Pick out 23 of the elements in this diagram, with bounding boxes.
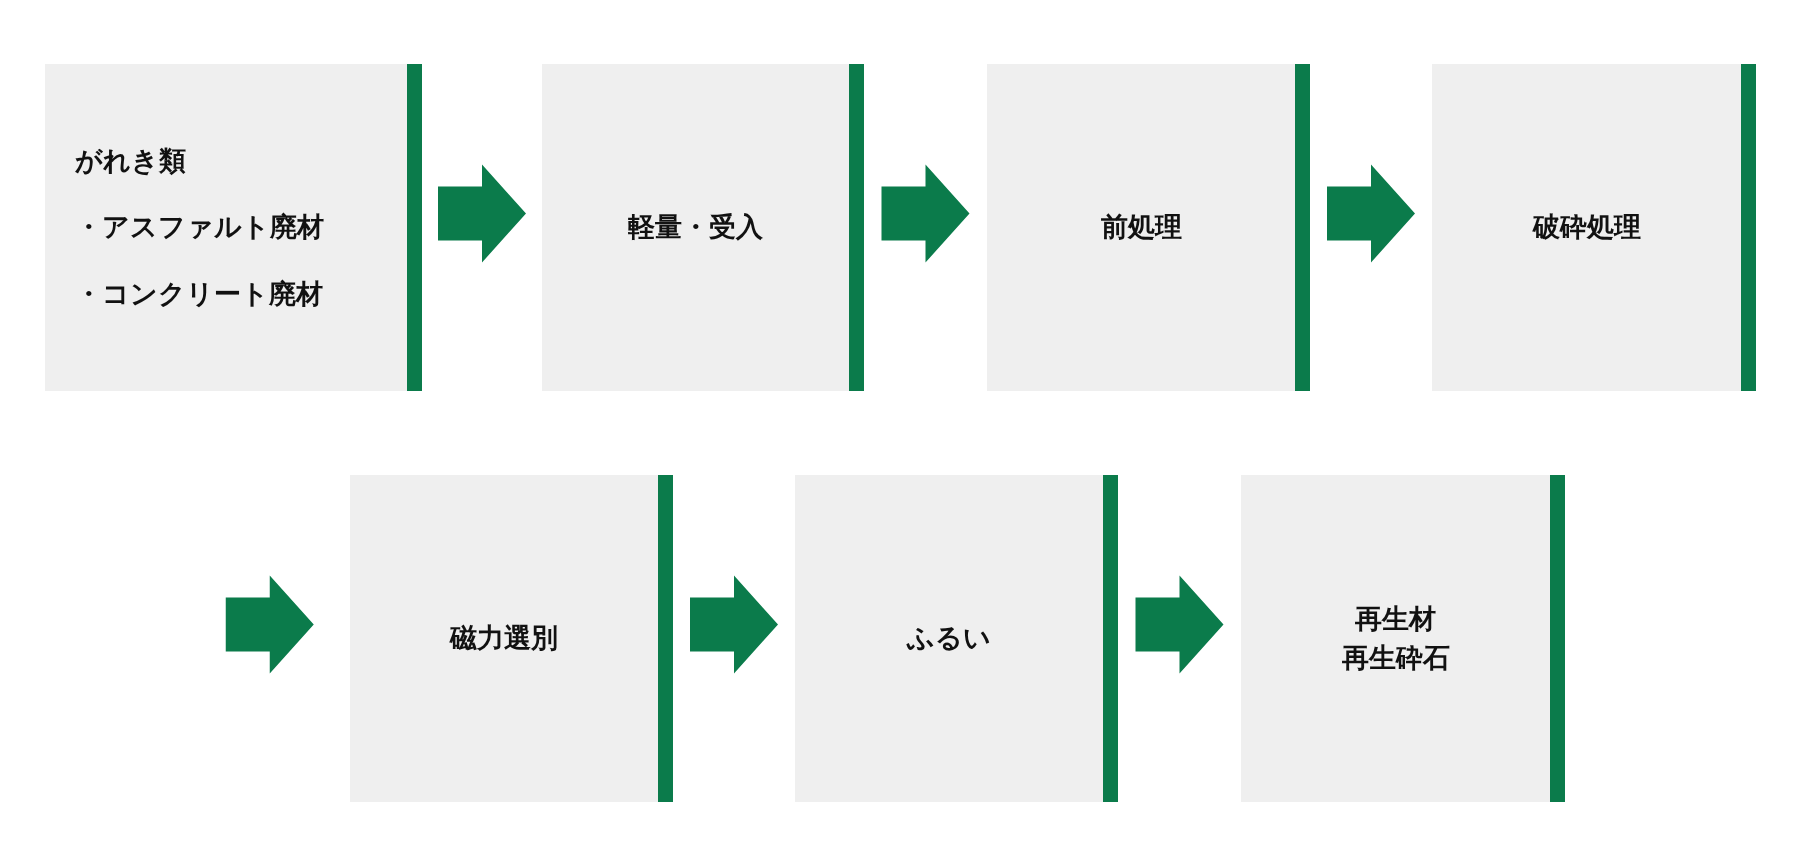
box-label: がれき類 bbox=[75, 144, 186, 178]
block-arrow bbox=[881, 164, 970, 263]
box-label: 再生砕石 bbox=[1341, 641, 1450, 674]
process-box bbox=[1241, 475, 1565, 802]
block-arrow bbox=[225, 575, 314, 674]
box-label: ・コンクリート廃材 bbox=[75, 277, 323, 311]
box-label: 軽量・受入 bbox=[628, 211, 763, 244]
box-label: 前処理 bbox=[1100, 211, 1182, 244]
process-box bbox=[45, 64, 422, 391]
block-arrow bbox=[438, 164, 526, 263]
box-label: 再生材 bbox=[1355, 603, 1436, 636]
box-label: ・アスファルト廃材 bbox=[75, 211, 324, 244]
process-box bbox=[987, 64, 1310, 391]
process-box bbox=[542, 64, 864, 391]
process-box bbox=[795, 475, 1118, 802]
process-box bbox=[350, 475, 673, 802]
block-arrow bbox=[1327, 164, 1415, 263]
block-arrow bbox=[1135, 575, 1224, 674]
process-box bbox=[1432, 64, 1756, 391]
block-arrow bbox=[690, 575, 778, 674]
box-label: ふるい bbox=[907, 622, 991, 655]
box-label: 破砕処理 bbox=[1532, 211, 1641, 244]
box-label: 磁力選別 bbox=[450, 622, 558, 655]
